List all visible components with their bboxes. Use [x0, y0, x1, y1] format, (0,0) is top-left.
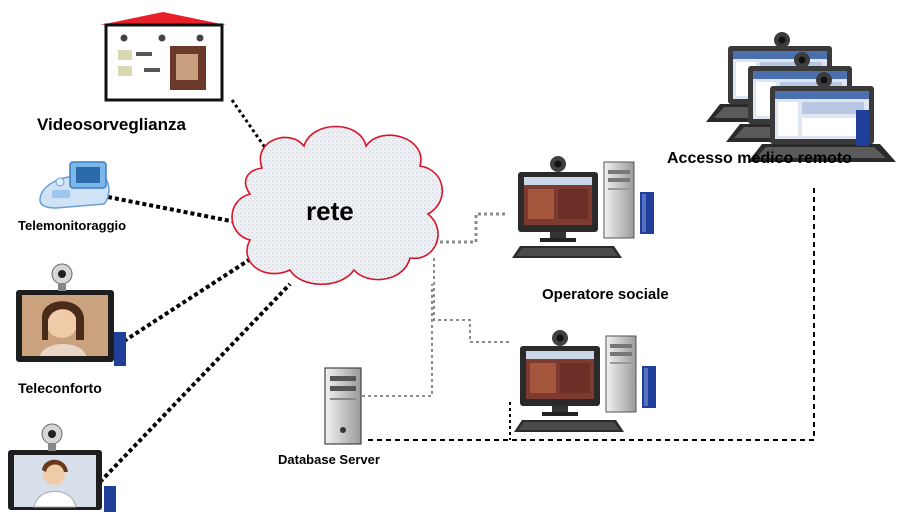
house-cctv-icon — [100, 12, 226, 102]
cloud-label: rete — [306, 196, 354, 226]
desktop-workstation-icon — [513, 329, 657, 433]
label-telemonitoraggio: Telemonitoraggio — [18, 218, 127, 233]
label-teleconforto: Teleconforto — [18, 380, 102, 396]
desktop-workstation-icon — [511, 155, 655, 259]
link-telemonitoraggio — [107, 195, 247, 226]
links — [98, 99, 815, 484]
label-database-server: Database Server — [278, 452, 380, 467]
ups-icon — [856, 110, 869, 146]
telemonitor-device-icon — [39, 161, 110, 209]
network-cloud-icon — [231, 125, 443, 286]
label-videosorveglianza: Videosorveglianza — [37, 115, 186, 134]
link-operatore-top — [428, 212, 508, 244]
link-teleconforto — [116, 256, 254, 347]
videophone-doctor-icon — [8, 423, 116, 512]
label-operatore-sociale: Operatore sociale — [542, 286, 669, 303]
link-operatore-bottom — [433, 258, 510, 343]
link-telecare-bottom — [98, 282, 292, 484]
link-accesso-medico — [368, 186, 815, 441]
label-accesso-medico-remoto: Accesso medico remoto — [667, 150, 852, 167]
videophone-woman-icon — [16, 263, 126, 366]
link-database-server — [362, 284, 433, 397]
server-tower-icon — [324, 367, 362, 445]
